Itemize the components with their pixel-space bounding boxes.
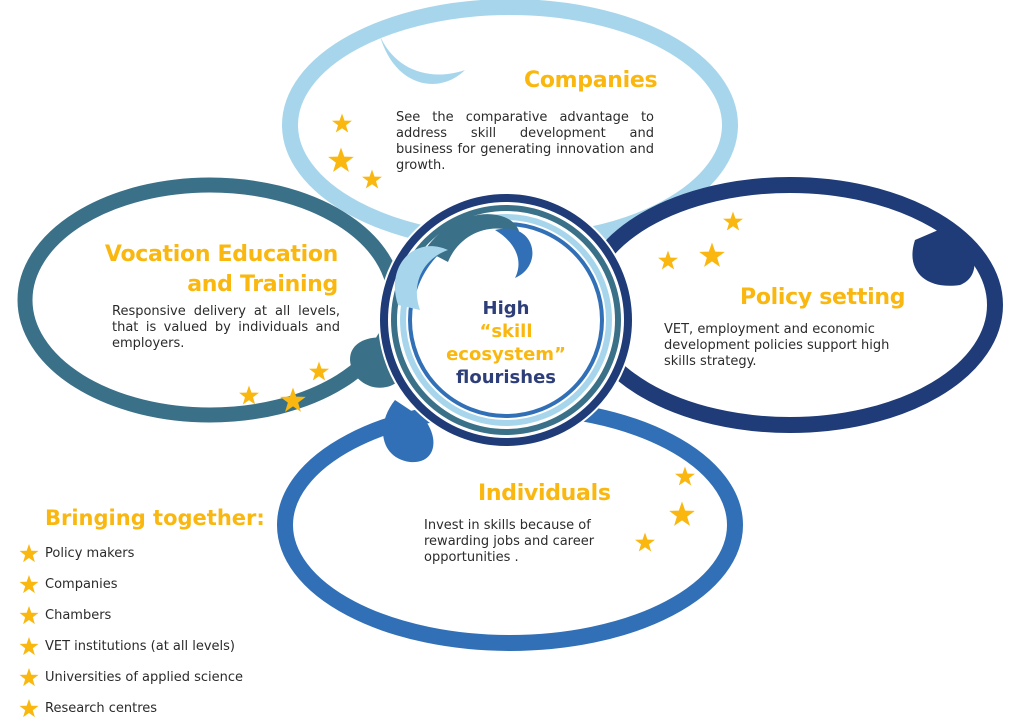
star-icon <box>19 667 39 686</box>
policy-description: VET, employment and economic development… <box>664 322 890 369</box>
star-icon <box>309 361 329 381</box>
star-icon <box>723 211 743 231</box>
center-line-high: High <box>482 298 530 319</box>
list-item: Research centres <box>18 693 243 724</box>
center-label: High “skill ecosystem” flourishes <box>430 297 582 389</box>
list-item-label: Chambers <box>45 608 112 623</box>
star-icon <box>699 242 725 267</box>
star-icon <box>675 466 695 486</box>
bringing-together-list: Policy makers Companies Chambers VET ins… <box>18 538 243 724</box>
star-icon <box>239 385 259 405</box>
center-line-skill-ecosystem: “skill ecosystem” <box>446 321 566 365</box>
list-item: Universities of applied science <box>18 662 243 693</box>
companies-title: Companies <box>524 68 658 93</box>
individuals-stars <box>635 466 695 552</box>
star-icon <box>328 147 354 172</box>
star-icon <box>332 113 352 133</box>
vet-title: Vocation Education and Training <box>104 242 338 297</box>
star-icon <box>362 169 382 189</box>
star-icon <box>19 574 39 593</box>
vet-ring <box>17 177 405 423</box>
companies-description: See the comparative advantage to address… <box>396 110 654 173</box>
policy-stars <box>658 211 743 270</box>
star-icon <box>19 543 39 562</box>
vet-description: Responsive delivery at all levels, that … <box>112 304 340 351</box>
list-item: Companies <box>18 569 243 600</box>
individuals-description: Invest in skills because of rewarding jo… <box>424 518 595 565</box>
list-item-label: Policy makers <box>45 546 135 561</box>
star-icon <box>19 636 39 655</box>
center-line-flourishes: flourishes <box>455 367 557 388</box>
list-item-label: VET institutions (at all levels) <box>45 639 236 654</box>
star-icon <box>669 501 695 526</box>
list-item: Policy makers <box>18 538 243 569</box>
policy-title: Policy setting <box>740 285 906 310</box>
list-item: VET institutions (at all levels) <box>18 631 243 662</box>
companies-stars <box>328 113 382 189</box>
star-icon <box>19 605 39 624</box>
star-icon <box>658 250 678 270</box>
list-item-label: Companies <box>45 577 118 592</box>
individuals-title: Individuals <box>478 481 611 506</box>
bringing-together-title: Bringing together: <box>45 506 265 530</box>
star-icon <box>19 698 39 717</box>
star-icon <box>635 532 655 552</box>
list-item-label: Research centres <box>45 701 158 716</box>
list-item: Chambers <box>18 600 243 631</box>
list-item-label: Universities of applied science <box>45 670 244 685</box>
center-swirl <box>378 192 634 448</box>
